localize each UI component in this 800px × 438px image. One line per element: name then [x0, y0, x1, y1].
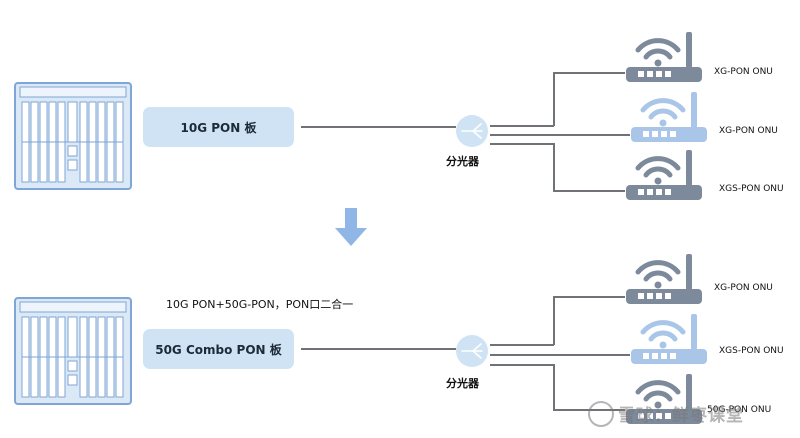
top-trunk-fiber	[301, 126, 456, 128]
bottom-onu-1-router-icon	[626, 254, 702, 304]
watermark-logo-icon	[588, 401, 614, 427]
top-splitter-icon	[456, 115, 488, 147]
top-branch-3-v	[553, 143, 555, 191]
bottom-trunk-fiber	[301, 348, 456, 350]
bottom-onu-3-router-icon	[626, 374, 702, 424]
bottom-onu-3-label: 50G-PON ONU	[707, 405, 772, 415]
top-onu-2-label: XG-PON ONU	[719, 126, 778, 136]
watermark-text: 雪球：鲜枣课堂	[618, 406, 744, 426]
olt-chassis-bottom-icon	[14, 297, 132, 405]
top-branch-1-h2	[553, 72, 625, 74]
bottom-branch-3-h	[490, 364, 554, 366]
bottom-branch-1-h2	[553, 296, 625, 298]
bottom-splitter-label: 分光器	[446, 377, 479, 390]
bottom-branch-2-h	[490, 354, 630, 356]
bottom-board-label: 50G Combo PON 板	[155, 342, 282, 357]
bottom-branch-3-v	[553, 364, 555, 410]
transition-arrow-down-icon	[335, 208, 367, 246]
bottom-branch-1-h	[490, 344, 554, 346]
top-onu-2-router-icon	[631, 92, 707, 142]
top-onu-1-router-icon	[626, 32, 702, 82]
top-onu-3-label: XGS-PON ONU	[719, 184, 784, 194]
bottom-branch-1-v	[553, 296, 555, 345]
top-branch-1-h	[490, 125, 554, 127]
top-onu-1-label: XG-PON ONU	[714, 67, 773, 77]
olt-chassis-top-icon	[14, 82, 132, 190]
pon-merge-note: 10G PON+50G-PON，PON口二合一	[166, 298, 354, 311]
bottom-splitter-icon	[456, 335, 488, 367]
bottom-pon-board: 50G Combo PON 板	[143, 329, 294, 369]
top-onu-3-router-icon	[626, 150, 702, 200]
top-branch-3-h2	[553, 190, 625, 192]
top-board-label: 10G PON 板	[180, 120, 257, 135]
bottom-onu-2-label: XGS-PON ONU	[719, 346, 784, 356]
bottom-onu-1-label: XG-PON ONU	[714, 283, 773, 293]
bottom-onu-2-router-icon	[631, 314, 707, 364]
top-branch-1-v	[553, 72, 555, 126]
top-splitter-label: 分光器	[446, 155, 479, 168]
top-pon-board: 10G PON 板	[143, 107, 294, 147]
top-branch-3-h	[490, 143, 554, 145]
top-branch-2-h	[490, 134, 630, 136]
